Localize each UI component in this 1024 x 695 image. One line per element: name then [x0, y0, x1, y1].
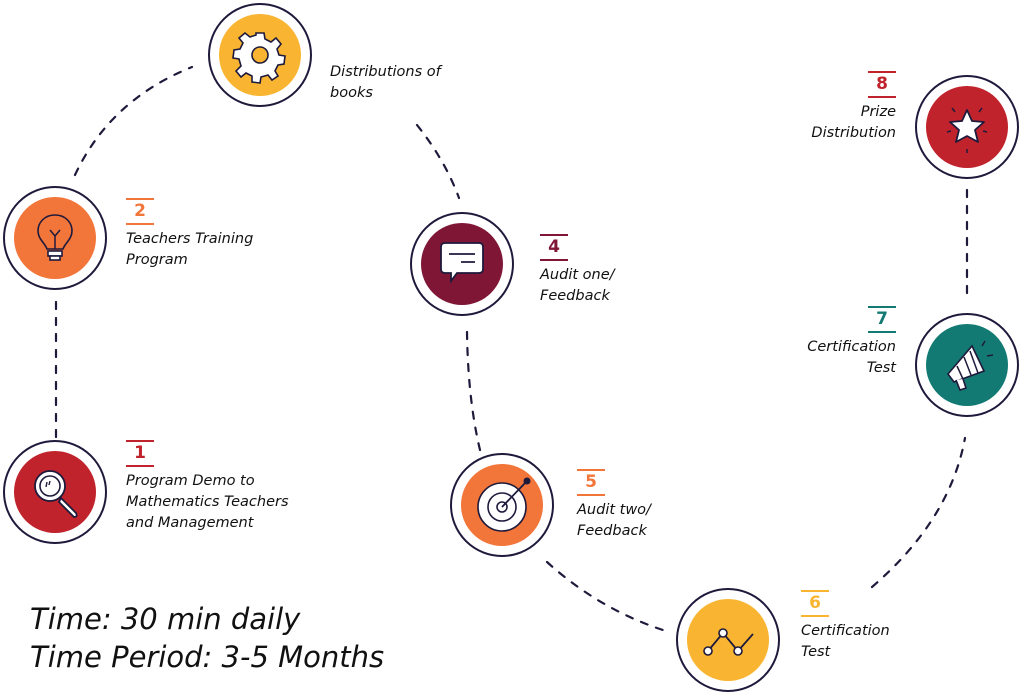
step-6-number: 6 [801, 590, 829, 617]
step-6-label: 6 Certification Test [801, 590, 890, 663]
step-8-label: 8 Prize Distribution [811, 71, 896, 144]
step-5-node [450, 453, 554, 557]
step-5-text: Audit two/ Feedback [577, 502, 651, 539]
chat-bubble-icon [440, 242, 484, 284]
step-4-node [410, 212, 514, 316]
step-2-label: 2 Teachers Training Program [126, 198, 253, 271]
gear-icon [232, 31, 286, 84]
connector-5-6 [545, 560, 668, 633]
lightbulb-icon [37, 214, 73, 261]
step-1-label: 1 Program Demo to Mathematics Teachers a… [126, 440, 289, 534]
step-7-text: Certification Test [807, 339, 896, 376]
step-4-number: 4 [540, 234, 568, 261]
footer-info: Time: 30 min daily Time Period: 3-5 Mont… [30, 600, 384, 676]
time-period-text: Time Period: 3-5 Months [30, 640, 385, 674]
step-2-number: 2 [126, 198, 154, 225]
step-3-node [208, 3, 312, 107]
step-8-node [915, 75, 1019, 179]
step-1-node [3, 440, 107, 544]
step-4-text: Audit one/ Feedback [540, 267, 615, 304]
step-1-text: Program Demo to Mathematics Teachers and… [126, 473, 289, 531]
connector-3-4 [415, 123, 461, 200]
star-icon [946, 107, 988, 153]
connector-6-7 [870, 436, 967, 589]
step-6-node [676, 588, 780, 692]
magnifier-icon [34, 470, 78, 518]
step-8-number: 8 [868, 71, 896, 98]
step-1-number: 1 [126, 440, 154, 467]
step-8-text: Prize Distribution [811, 104, 896, 141]
megaphone-icon [946, 340, 994, 391]
step-3-label: Distributions of books [330, 62, 441, 104]
step-2-text: Teachers Training Program [126, 231, 254, 268]
step-7-node [915, 313, 1019, 417]
step-5-number: 5 [577, 469, 605, 496]
connector-4-5 [465, 330, 482, 452]
step-7-number: 7 [868, 306, 896, 333]
time-text: Time: 30 min daily [30, 602, 301, 636]
target-icon [477, 477, 531, 532]
step-3-text: Distributions of books [330, 64, 441, 101]
step-2-node [3, 186, 107, 290]
step-4-label: 4 Audit one/ Feedback [540, 234, 615, 307]
connector-2-3 [73, 65, 194, 177]
step-7-label: 7 Certification Test [807, 306, 896, 379]
step-5-label: 5 Audit two/ Feedback [577, 469, 651, 542]
step-6-text: Certification Test [801, 623, 890, 660]
line-graph-icon [703, 628, 754, 656]
